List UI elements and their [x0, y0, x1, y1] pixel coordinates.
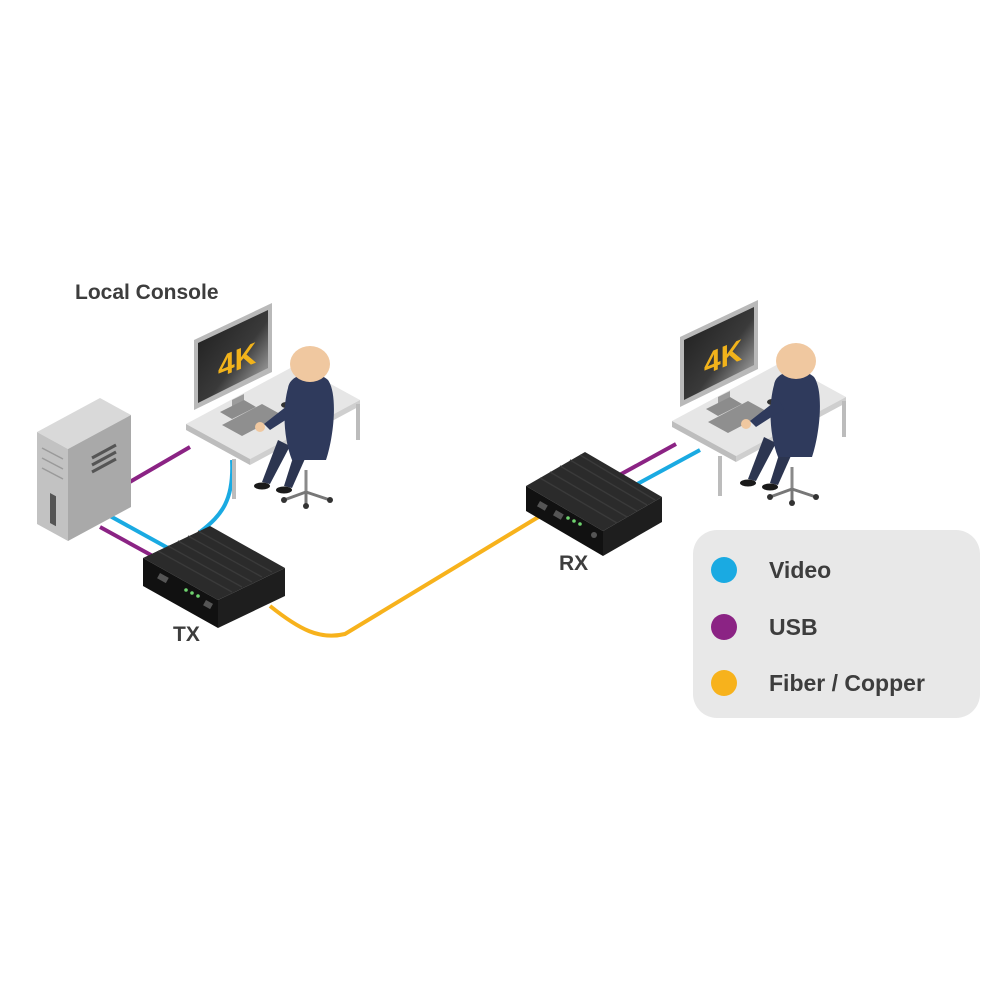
legend-label-usb: USB	[769, 614, 818, 640]
legend-item-video: Video	[693, 555, 980, 585]
tx-extender-box-icon	[143, 526, 285, 628]
legend: Video USB Fiber / Copper	[693, 530, 980, 718]
user-figure-icon	[254, 346, 334, 494]
local-console-label: Local Console	[75, 281, 219, 304]
pc-tower-icon	[37, 398, 131, 541]
keyboard-icon	[708, 401, 768, 433]
video-color-dot	[711, 557, 737, 583]
office-chair-icon	[767, 467, 819, 506]
legend-item-fiber-copper: Fiber / Copper	[693, 668, 980, 698]
legend-label-video: Video	[769, 557, 832, 583]
office-chair-icon	[281, 470, 333, 509]
cable-fiber-tx-to-rx	[268, 514, 542, 638]
fiber-copper-color-dot	[711, 670, 737, 696]
monitor-icon: 4K	[194, 303, 272, 419]
usb-color-dot	[711, 614, 737, 640]
monitor-icon: 4K	[680, 300, 758, 416]
cable-usb-rx-to-desk	[613, 442, 677, 480]
cable-video-pc-to-tx	[109, 514, 169, 550]
rx-extender-box-icon	[526, 452, 662, 556]
rx-label: RX	[559, 552, 589, 575]
cable-video-tx-to-monitor	[198, 459, 235, 534]
legend-item-usb: USB	[693, 612, 980, 642]
cable-usb-pc-to-tx	[99, 525, 161, 562]
cable-video-rx-to-desk	[629, 448, 701, 490]
cable-usb-pc-to-desk	[126, 445, 192, 485]
keyboard-icon	[222, 404, 282, 436]
legend-label-fiber-copper: Fiber / Copper	[769, 670, 925, 696]
tx-label: TX	[173, 623, 200, 646]
user-figure-icon	[740, 343, 820, 491]
